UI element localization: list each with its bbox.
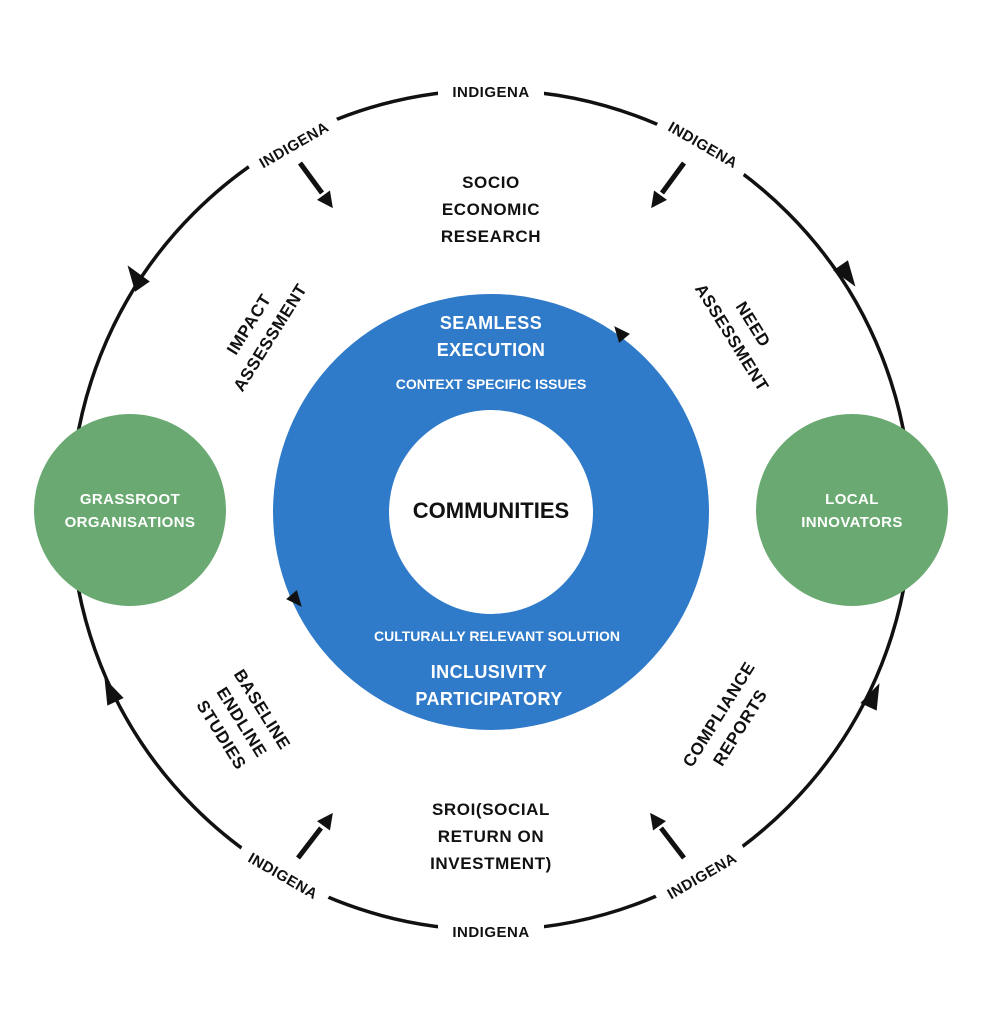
blue-ring-bottom-title-line-1: INCLUSIVITY <box>431 662 547 682</box>
arrow-bottom-left-icon <box>296 812 333 860</box>
node-right-circle <box>756 414 948 606</box>
blue-ring-bottom-title-line-2: PARTICIPATORY <box>415 689 562 709</box>
node-local-innovators: LOCAL INNOVATORS <box>756 414 948 606</box>
segment-sroi: SROI(SOCIAL RETURN ON INVESTMENT) <box>430 800 552 873</box>
segment-need-assessment: NEED ASSESSMENT <box>691 280 774 395</box>
segment-bottom-line-2: RETURN ON <box>438 827 544 846</box>
node-grassroot-organisations: GRASSROOT ORGANISATIONS <box>34 414 226 606</box>
segment-bottom-line-1: SROI(SOCIAL <box>432 800 550 819</box>
ring-arrow-lower-right-icon <box>860 683 880 711</box>
segment-impact-assessment: IMPACT ASSESSMENT <box>223 280 311 395</box>
node-left-line-2: ORGANISATIONS <box>65 514 196 531</box>
blue-ring-bottom-subtitle: CULTURALLY RELEVANT SOLUTION <box>374 628 620 644</box>
ring-label-bottom: INDIGENA <box>452 924 529 941</box>
arrow-bottom-right-icon <box>650 812 686 860</box>
segment-top-line-1: SOCIO <box>462 173 520 192</box>
ring-arrow-lower-left-icon <box>104 678 124 706</box>
center-circle <box>389 410 593 614</box>
node-left-circle <box>34 414 226 606</box>
ring-gap-top-left <box>244 108 344 182</box>
ring-arrow-upper-left-icon <box>127 265 150 292</box>
arrow-top-left-icon <box>297 161 333 209</box>
ring-gap-bottom-left <box>233 839 333 913</box>
ring-arrow-upper-right-icon <box>833 260 856 287</box>
segment-bottom-line-3: INVESTMENT) <box>430 854 552 873</box>
node-left-line-1: GRASSROOT <box>80 491 180 508</box>
ring-gap-bottom-right <box>652 839 752 913</box>
blue-ring-top-title-line-2: EXECUTION <box>437 340 546 360</box>
ring-gap-top-right <box>653 108 753 182</box>
arrow-top-right-icon <box>651 161 687 209</box>
node-right-line-2: INNOVATORS <box>801 514 903 531</box>
segment-top-line-2: ECONOMIC <box>442 200 540 219</box>
segment-top-line-3: RESEARCH <box>441 227 541 246</box>
blue-ring-top-title-line-1: SEAMLESS <box>440 313 542 333</box>
blue-ring-top-subtitle: CONTEXT SPECIFIC ISSUES <box>396 376 587 392</box>
segment-baseline-endline-studies: BASELINE ENDLINE STUDIES <box>193 666 295 773</box>
ring-gap-top <box>438 78 544 104</box>
node-right-line-1: LOCAL <box>825 491 879 508</box>
segment-socio-economic-research: SOCIO ECONOMIC RESEARCH <box>441 173 541 246</box>
segment-compliance-reports: COMPLIANCE REPORTS <box>679 658 771 770</box>
ring-label-top: INDIGENA <box>452 84 529 101</box>
blue-ring-arrow-bottom-icon <box>286 590 302 607</box>
ring-gap-bottom <box>438 918 544 944</box>
blue-ring-arrow-top-icon <box>614 326 630 343</box>
center-title: COMMUNITIES <box>413 498 569 523</box>
